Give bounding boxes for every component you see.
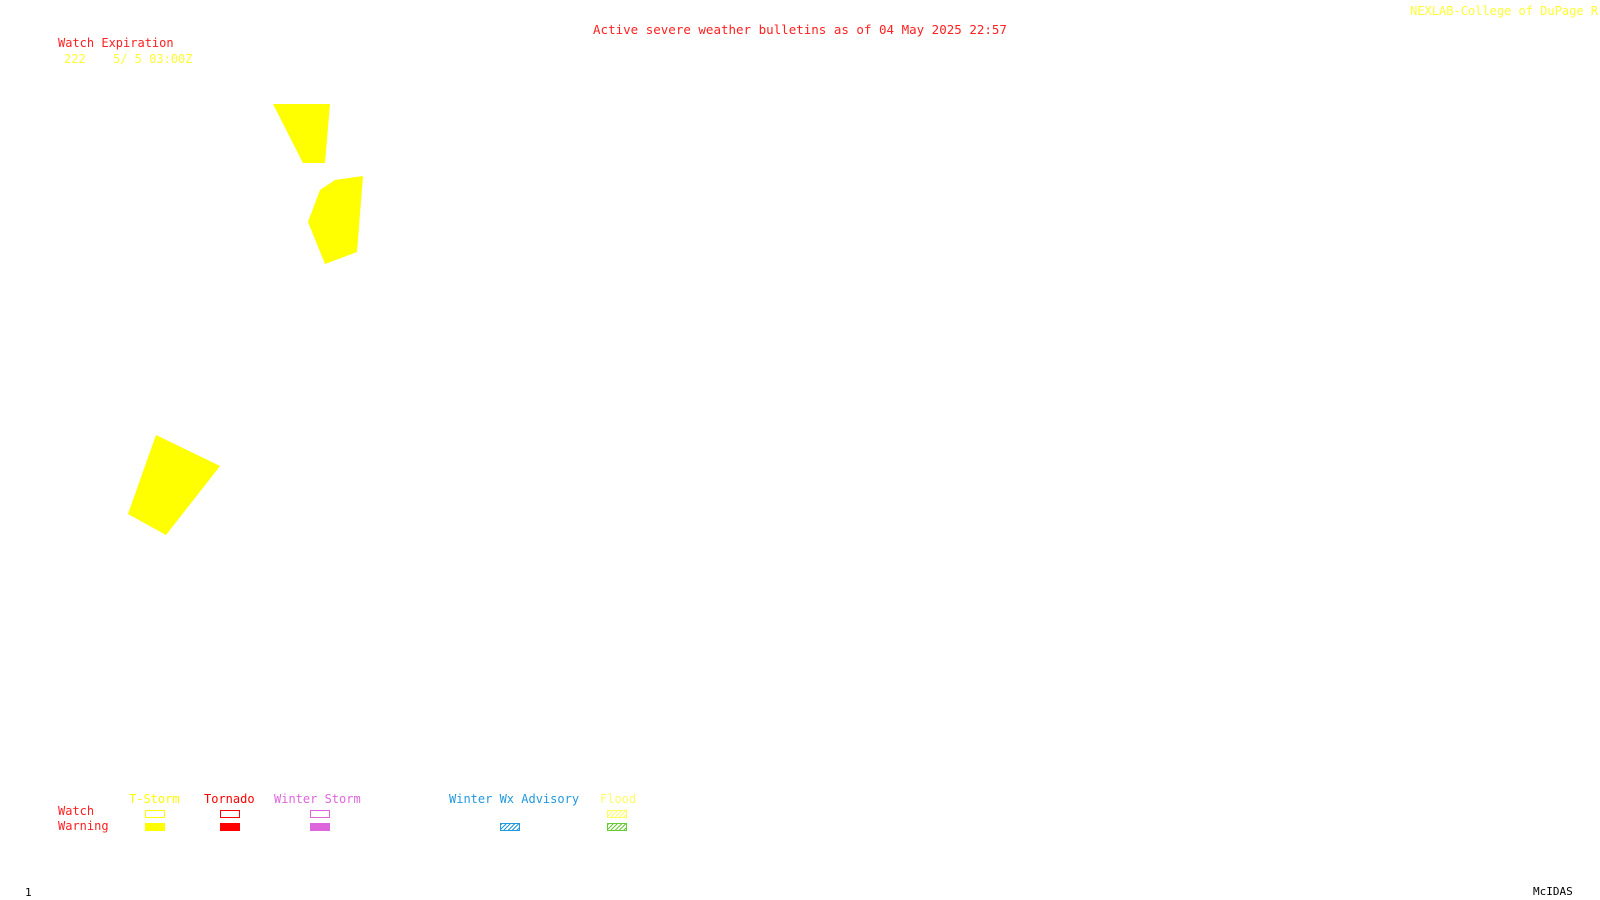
watch-number: 222	[64, 52, 86, 66]
legend-winter-storm-label: Winter Storm	[274, 792, 361, 806]
source-credit: NEXLAB-College of DuPage R	[1410, 4, 1598, 18]
bulletin-title: Active severe weather bulletins as of 04…	[593, 22, 1007, 37]
watch-expiration-label: Watch Expiration	[58, 36, 174, 50]
legend-row-watch-label: Watch	[58, 804, 95, 818]
legend-winter-storm-warning-swatch	[310, 823, 330, 831]
legend-flood-watch-swatch	[607, 810, 627, 818]
legend-tornado-label: Tornado	[204, 792, 255, 806]
legend-row-warning-label: Warning	[58, 819, 109, 833]
watch-expiration-time: 5/ 5 03:00Z	[113, 52, 193, 66]
legend-tstorm-label: T-Storm	[129, 792, 180, 806]
software-label: McIDAS	[1533, 885, 1573, 898]
legend-winter-wx-advisory-swatch	[500, 823, 520, 831]
legend-tornado-watch-swatch	[220, 810, 240, 818]
legend-tstorm-warning-swatch	[145, 823, 165, 831]
legend-flood-warning-swatch	[607, 823, 627, 831]
legend-flood-label: Flood	[600, 792, 637, 806]
tstorm-warning-polygon	[273, 104, 330, 163]
legend-winter-wx-advisory-label: Winter Wx Advisory	[449, 792, 580, 806]
legend-tstorm-watch-swatch	[145, 810, 165, 818]
tstorm-warning-polygon	[128, 435, 220, 535]
legend-tornado-warning-swatch	[220, 823, 240, 831]
legend-winter-storm-watch-swatch	[310, 810, 330, 818]
tstorm-warning-polygon	[308, 176, 363, 264]
frame-number: 1	[25, 886, 32, 899]
